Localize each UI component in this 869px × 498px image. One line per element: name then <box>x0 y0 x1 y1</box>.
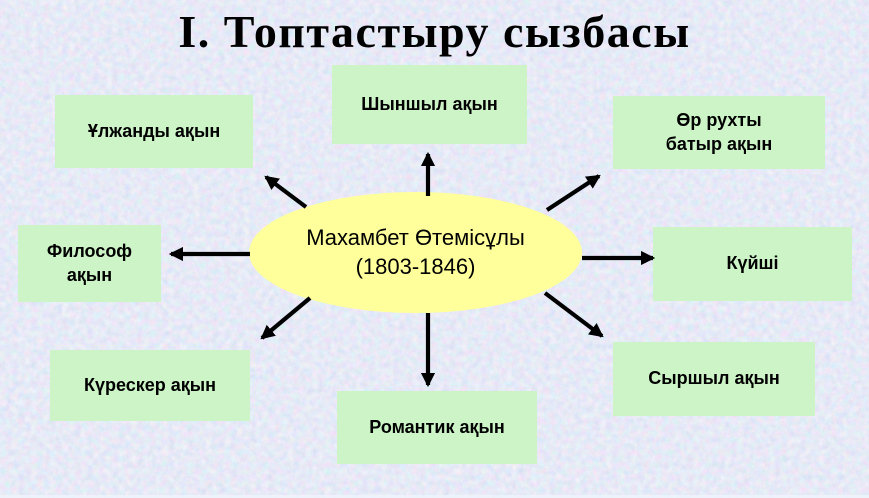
slide-bottom-edge <box>0 495 869 498</box>
node-bottom-right: Сыршыл ақын <box>613 342 815 416</box>
node-bottom-left: Күрескер ақын <box>50 350 250 421</box>
node-top-center: Шыншыл ақын <box>332 65 527 144</box>
node-right: Күйші <box>653 227 852 301</box>
slide-title: І. Топтастыру сызбасы <box>178 6 691 57</box>
node-top-left: Ұлжанды ақын <box>55 95 253 168</box>
node-left: Философ ақын <box>18 225 161 302</box>
node-top-right: Өр рухты батыр ақын <box>613 96 825 169</box>
center-ellipse: Махамбет Өтемісұлы (1803-1846) <box>249 192 582 313</box>
node-bottom-center: Романтик ақын <box>337 391 537 464</box>
